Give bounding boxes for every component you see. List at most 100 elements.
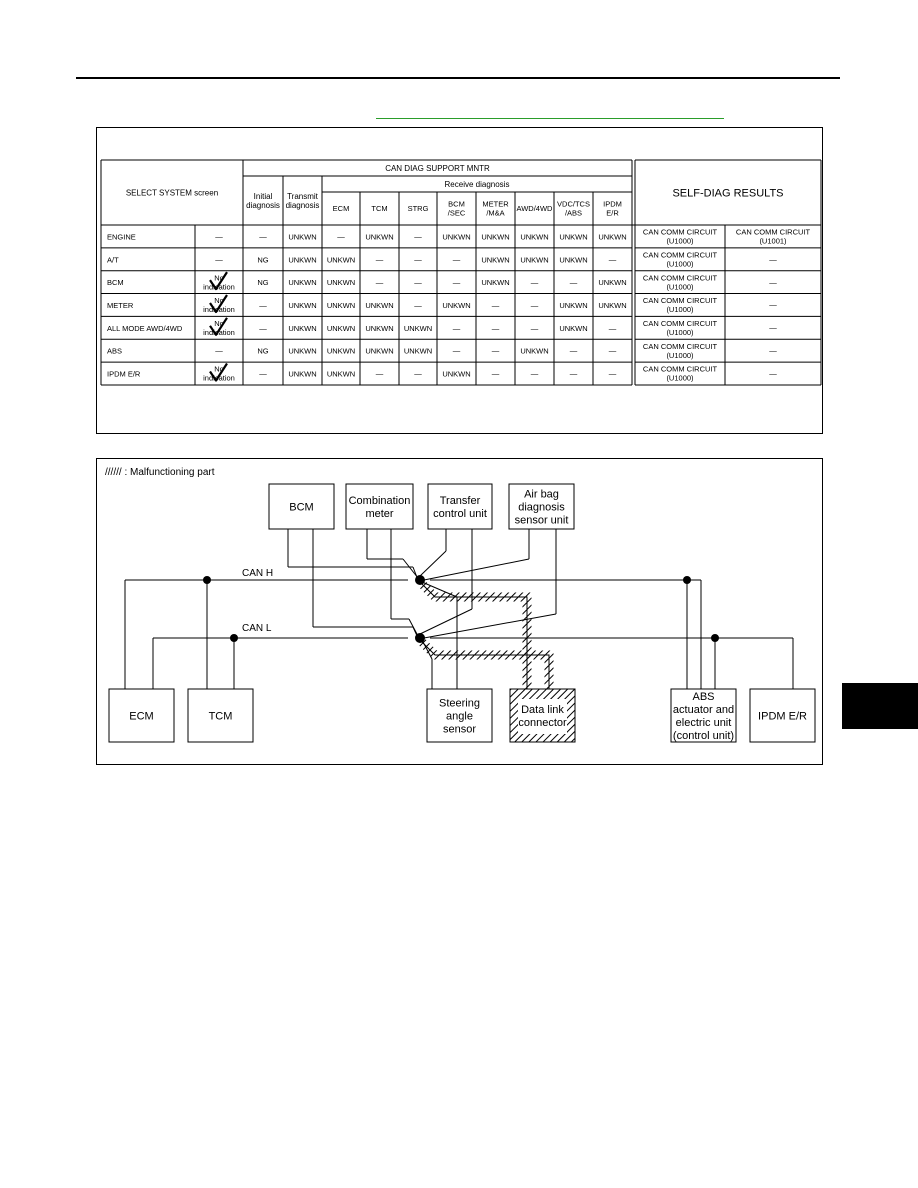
self-diag-cell: CAN COMM CIRCUIT: [643, 250, 718, 259]
receive-cell: —: [609, 255, 617, 264]
splice-dot: [230, 634, 238, 642]
steering-angle-sensor-label: sensor: [443, 723, 476, 735]
self-diag-cell: CAN COMM CIRCUIT: [643, 342, 718, 351]
receive-cell: UNKWN: [559, 255, 587, 264]
receive-cell: UNKWN: [327, 278, 355, 287]
system-name: BCM: [107, 278, 124, 287]
link-underline[interactable]: [376, 118, 724, 119]
no-indication-text: indication: [203, 374, 235, 383]
receive-cell: UNKWN: [559, 301, 587, 310]
receive-diagnosis-header: Receive diagnosis: [445, 180, 510, 189]
system-name: ABS: [107, 347, 122, 356]
initial-cell: —: [259, 370, 267, 379]
no-indication-text: indication: [203, 328, 235, 337]
receive-cell: UNKWN: [442, 301, 470, 310]
airbag-sensor-unit-label: Air bag: [524, 488, 559, 500]
data-link-connector-label-bg: [518, 699, 567, 734]
receive-cell: —: [492, 324, 500, 333]
receive-column-header: /SEC: [448, 209, 466, 218]
ipdm-er-box: [749, 688, 816, 743]
receive-cell: UNKWN: [327, 324, 355, 333]
receive-cell: UNKWN: [327, 370, 355, 379]
receive-column-header: E/R: [606, 209, 619, 218]
can-l-label: CAN L: [242, 623, 272, 634]
receive-cell: —: [376, 278, 384, 287]
airbag-wire: [423, 613, 557, 639]
self-diag-cell: —: [769, 301, 777, 310]
select-cell: —: [215, 347, 223, 356]
receive-cell: —: [492, 347, 500, 356]
receive-cell: —: [609, 347, 617, 356]
receive-cell: UNKWN: [559, 232, 587, 241]
meter-wire: [408, 618, 419, 637]
header-rule: [76, 77, 840, 79]
receive-column-header: TCM: [371, 204, 387, 213]
malfunction-legend: ////// : Malfunctioning part: [105, 467, 215, 478]
transfer-wire: [419, 608, 473, 635]
self-diag-cell: (U1000): [666, 282, 694, 291]
receive-cell: —: [531, 370, 539, 379]
initial-cell: NG: [257, 255, 268, 264]
ecm-box: [108, 688, 175, 743]
can-h-label: CAN H: [242, 568, 273, 579]
abs-actuator-label: actuator and: [673, 704, 734, 716]
transmit-cell: UNKWN: [288, 370, 316, 379]
initial-cell: —: [259, 301, 267, 310]
splice-point-can-l: [415, 633, 425, 643]
airbag-sensor-unit-box: [508, 483, 575, 530]
receive-cell: UNKWN: [404, 347, 432, 356]
receive-cell: UNKWN: [520, 255, 548, 264]
splice-dot: [683, 576, 691, 584]
self-diag-cell: (U1000): [666, 259, 694, 268]
splice-dot: [203, 576, 211, 584]
receive-cell: UNKWN: [598, 232, 626, 241]
system-name: A/T: [107, 255, 119, 264]
self-diag-cell: CAN COMM CIRCUIT: [736, 228, 811, 237]
receive-cell: —: [414, 232, 422, 241]
abs-actuator-label: (control unit): [673, 730, 734, 742]
transfer-control-unit-label: Transfer: [440, 495, 481, 507]
no-indication-text: No: [214, 273, 224, 282]
self-diag-cell: (U1000): [666, 305, 694, 314]
self-diag-cell: CAN COMM CIRCUIT: [643, 273, 718, 282]
abs-actuator-label: ABS: [692, 691, 714, 703]
no-indication-text: No: [214, 365, 224, 374]
receive-cell: —: [414, 301, 422, 310]
select-cell: —: [215, 232, 223, 241]
transmit-cell: UNKWN: [288, 347, 316, 356]
self-diag-cell: —: [769, 323, 777, 332]
check-mark-icon: [209, 317, 228, 336]
transmit-cell: UNKWN: [288, 324, 316, 333]
no-indication-text: indication: [203, 282, 235, 291]
malfunction-can-h-wire: [418, 580, 532, 689]
splice-point-can-h: [415, 575, 425, 585]
transmit-cell: UNKWN: [288, 255, 316, 264]
receive-cell: —: [414, 370, 422, 379]
receive-cell: —: [609, 324, 617, 333]
dlc-can-h-wire: [421, 583, 528, 689]
receive-cell: UNKWN: [365, 232, 393, 241]
self-diag-cell: (U1000): [666, 351, 694, 360]
self-diag-cell: CAN COMM CIRCUIT: [643, 319, 718, 328]
initial-cell: NG: [257, 278, 268, 287]
steering-angle-sensor-label: angle: [446, 710, 473, 722]
self-diag-cell: (U1000): [666, 237, 694, 246]
no-indication-text: No: [214, 296, 224, 305]
receive-cell: UNKWN: [365, 324, 393, 333]
system-name: IPDM E/R: [107, 370, 141, 379]
self-diag-cell: —: [769, 278, 777, 287]
receive-cell: —: [453, 255, 461, 264]
steering-angle-sensor-label: Steering: [439, 697, 480, 709]
tcm-box: [187, 688, 254, 743]
system-name: METER: [107, 301, 134, 310]
self-diag-cell: CAN COMM CIRCUIT: [643, 296, 718, 305]
receive-cell: —: [570, 370, 578, 379]
receive-column-header: VDC/TCS: [557, 200, 590, 209]
abs-actuator-box: [670, 688, 737, 743]
select-system-header: SELECT SYSTEM screen: [126, 188, 218, 197]
check-mark-icon: [209, 294, 228, 314]
check-mark-icon: [209, 362, 228, 382]
